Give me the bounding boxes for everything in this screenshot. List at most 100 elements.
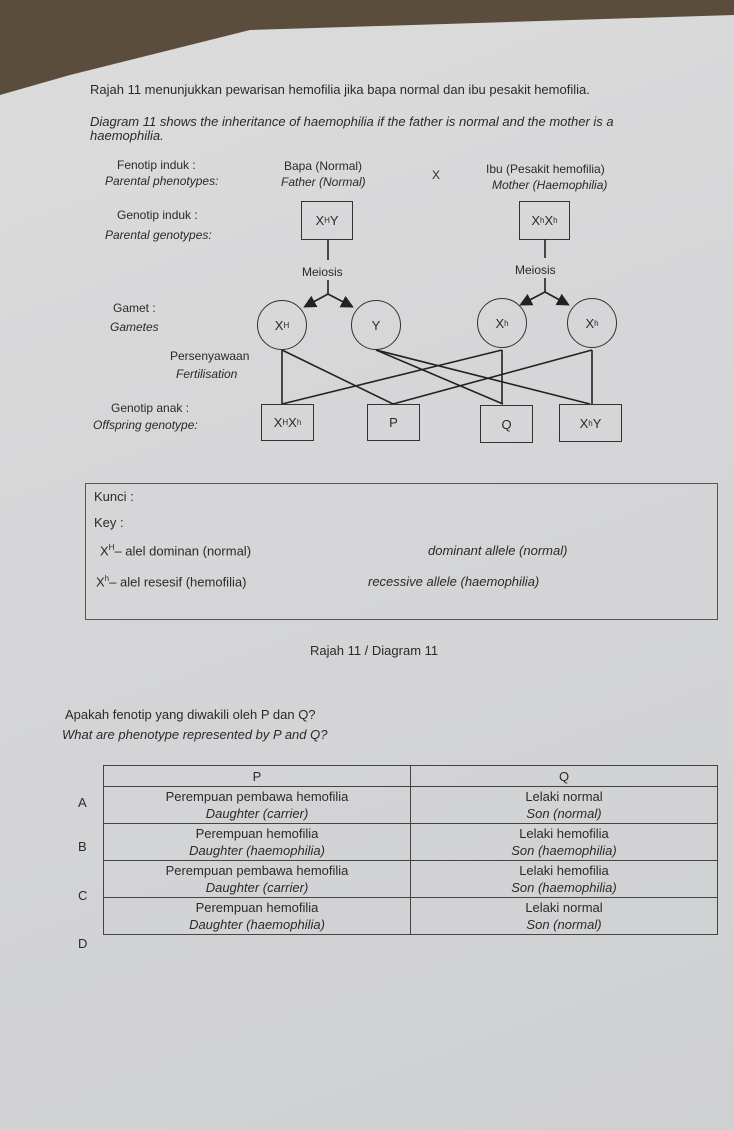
cell-text-en: Daughter (carrier) [205,806,309,821]
allele-superscript: h [553,216,558,225]
cross-lines [281,239,593,405]
arrow-to-gamete [519,291,546,306]
label-offspring-en: Offspring genotype: [93,418,198,432]
label-parental-phenotypes-en: Parental phenotypes: [105,174,219,188]
option-letter-d[interactable]: D [78,936,88,951]
allele-superscript: h [594,318,599,328]
allele-base: X [585,315,595,331]
cell-text-en: Son (haemophilia) [511,880,617,895]
key-box: Kunci : Key : XH– alel dominan (normal) … [85,483,718,620]
allele-superscript: h [588,418,593,428]
key-dominant-en: dominant allele (normal) [428,543,568,558]
cell-text-en: Son (haemophilia) [511,843,617,858]
cell-text-en: Daughter (haemophilia) [189,917,325,932]
key-recessive-ms: Xh– alel resesif (hemofilia) [96,574,246,589]
key-dominant-ms: XH– alel dominan (normal) [100,543,251,558]
allele-superscript: H [283,320,290,330]
cross-symbol: X [432,168,441,182]
cell-text-ms: Lelaki hemofilia [519,863,609,878]
label-gametes-ms: Gamet : [113,301,156,315]
label-parental-phenotypes-ms: Fenotip induk : [117,158,196,172]
question-english: What are phenotype represented by P and … [62,727,328,742]
cell-text-en: Son (normal) [526,917,602,932]
fertilisation-line [392,349,593,405]
fertilisation-line [375,349,591,405]
allele-base: X [315,213,325,228]
allele-base: Y [329,213,339,228]
label-gametes-en: Gametes [110,320,159,334]
allele-superscript: h [104,574,110,583]
option-letter-b[interactable]: B [78,839,87,854]
allele-superscript: h [540,216,545,225]
allele-base: X [579,415,589,431]
allele-base: X [273,415,283,430]
allele-superscript: H [282,418,289,427]
cell-text-ms: Perempuan hemofilia [195,826,319,841]
cell-text-en: Daughter (carrier) [205,880,309,895]
table-header-row: P Q [103,765,718,787]
arrow-to-gamete [303,293,329,308]
arrow-to-gamete [544,291,570,306]
allele-base: X [274,317,284,333]
cell-text-ms: Lelaki hemofilia [519,826,609,841]
allele-base: X [96,574,105,590]
key-title-en: Key : [94,515,124,530]
meiosis-label-mother: Meiosis [515,263,556,277]
arrow-to-gamete [327,293,354,308]
offspring-box-q: Q [480,405,533,443]
option-letter-c[interactable]: C [78,888,88,903]
key-dominant-text: – alel dominan (normal) [114,543,252,559]
mother-phenotype-en: Mother (Haemophilia) [492,178,608,192]
meiosis-label-father: Meiosis [302,265,343,279]
offspring-box-p: P [367,404,420,441]
father-phenotype-ms: Bapa (Normal) [284,159,363,173]
question-malay: Apakah fenotip yang diwakili oleh P dan … [65,707,316,722]
option-letter-a[interactable]: A [78,795,87,810]
allele-superscript: h [296,418,302,427]
cell-text-ms: Perempuan pembawa hemofilia [165,789,349,804]
fertilisation-line [375,349,504,405]
key-recessive-text: – alel resesif (hemofilia) [109,574,247,590]
header-q: Q [410,765,718,787]
allele-base: X [100,543,109,559]
label-parental-genotypes-ms: Genotip induk : [117,208,198,222]
cell-text-en: Daughter (haemophilia) [189,843,325,858]
label-fertilisation-ms: Persenyawaan [170,349,250,363]
cell-text-ms: Perempuan pembawa hemofilia [165,863,349,878]
header-p: P [103,765,411,787]
gamete-circle-father-2: Y [351,300,401,350]
diagram-caption: Rajah 11 / Diagram 11 [310,643,439,658]
fertilisation-line [281,349,503,405]
label-fertilisation-en: Fertilisation [176,367,238,381]
key-recessive-en: recessive allele (haemophilia) [368,574,540,589]
key-title-ms: Kunci : [94,489,134,504]
intro-malay: Rajah 11 menunjukkan pewarisan hemofilia… [90,82,590,97]
label-offspring-ms: Genotip anak : [111,401,190,415]
cell-text-ms: Lelaki normal [525,789,603,804]
allele-base: X [288,415,297,430]
cell-text-ms: Lelaki normal [525,900,603,915]
allele-base: Y [592,415,602,431]
father-phenotype-en: Father (Normal) [281,175,366,189]
allele-superscript: h [504,318,509,328]
cell-text-en: Son (normal) [526,806,602,821]
label-parental-genotypes-en: Parental genotypes: [105,228,212,242]
